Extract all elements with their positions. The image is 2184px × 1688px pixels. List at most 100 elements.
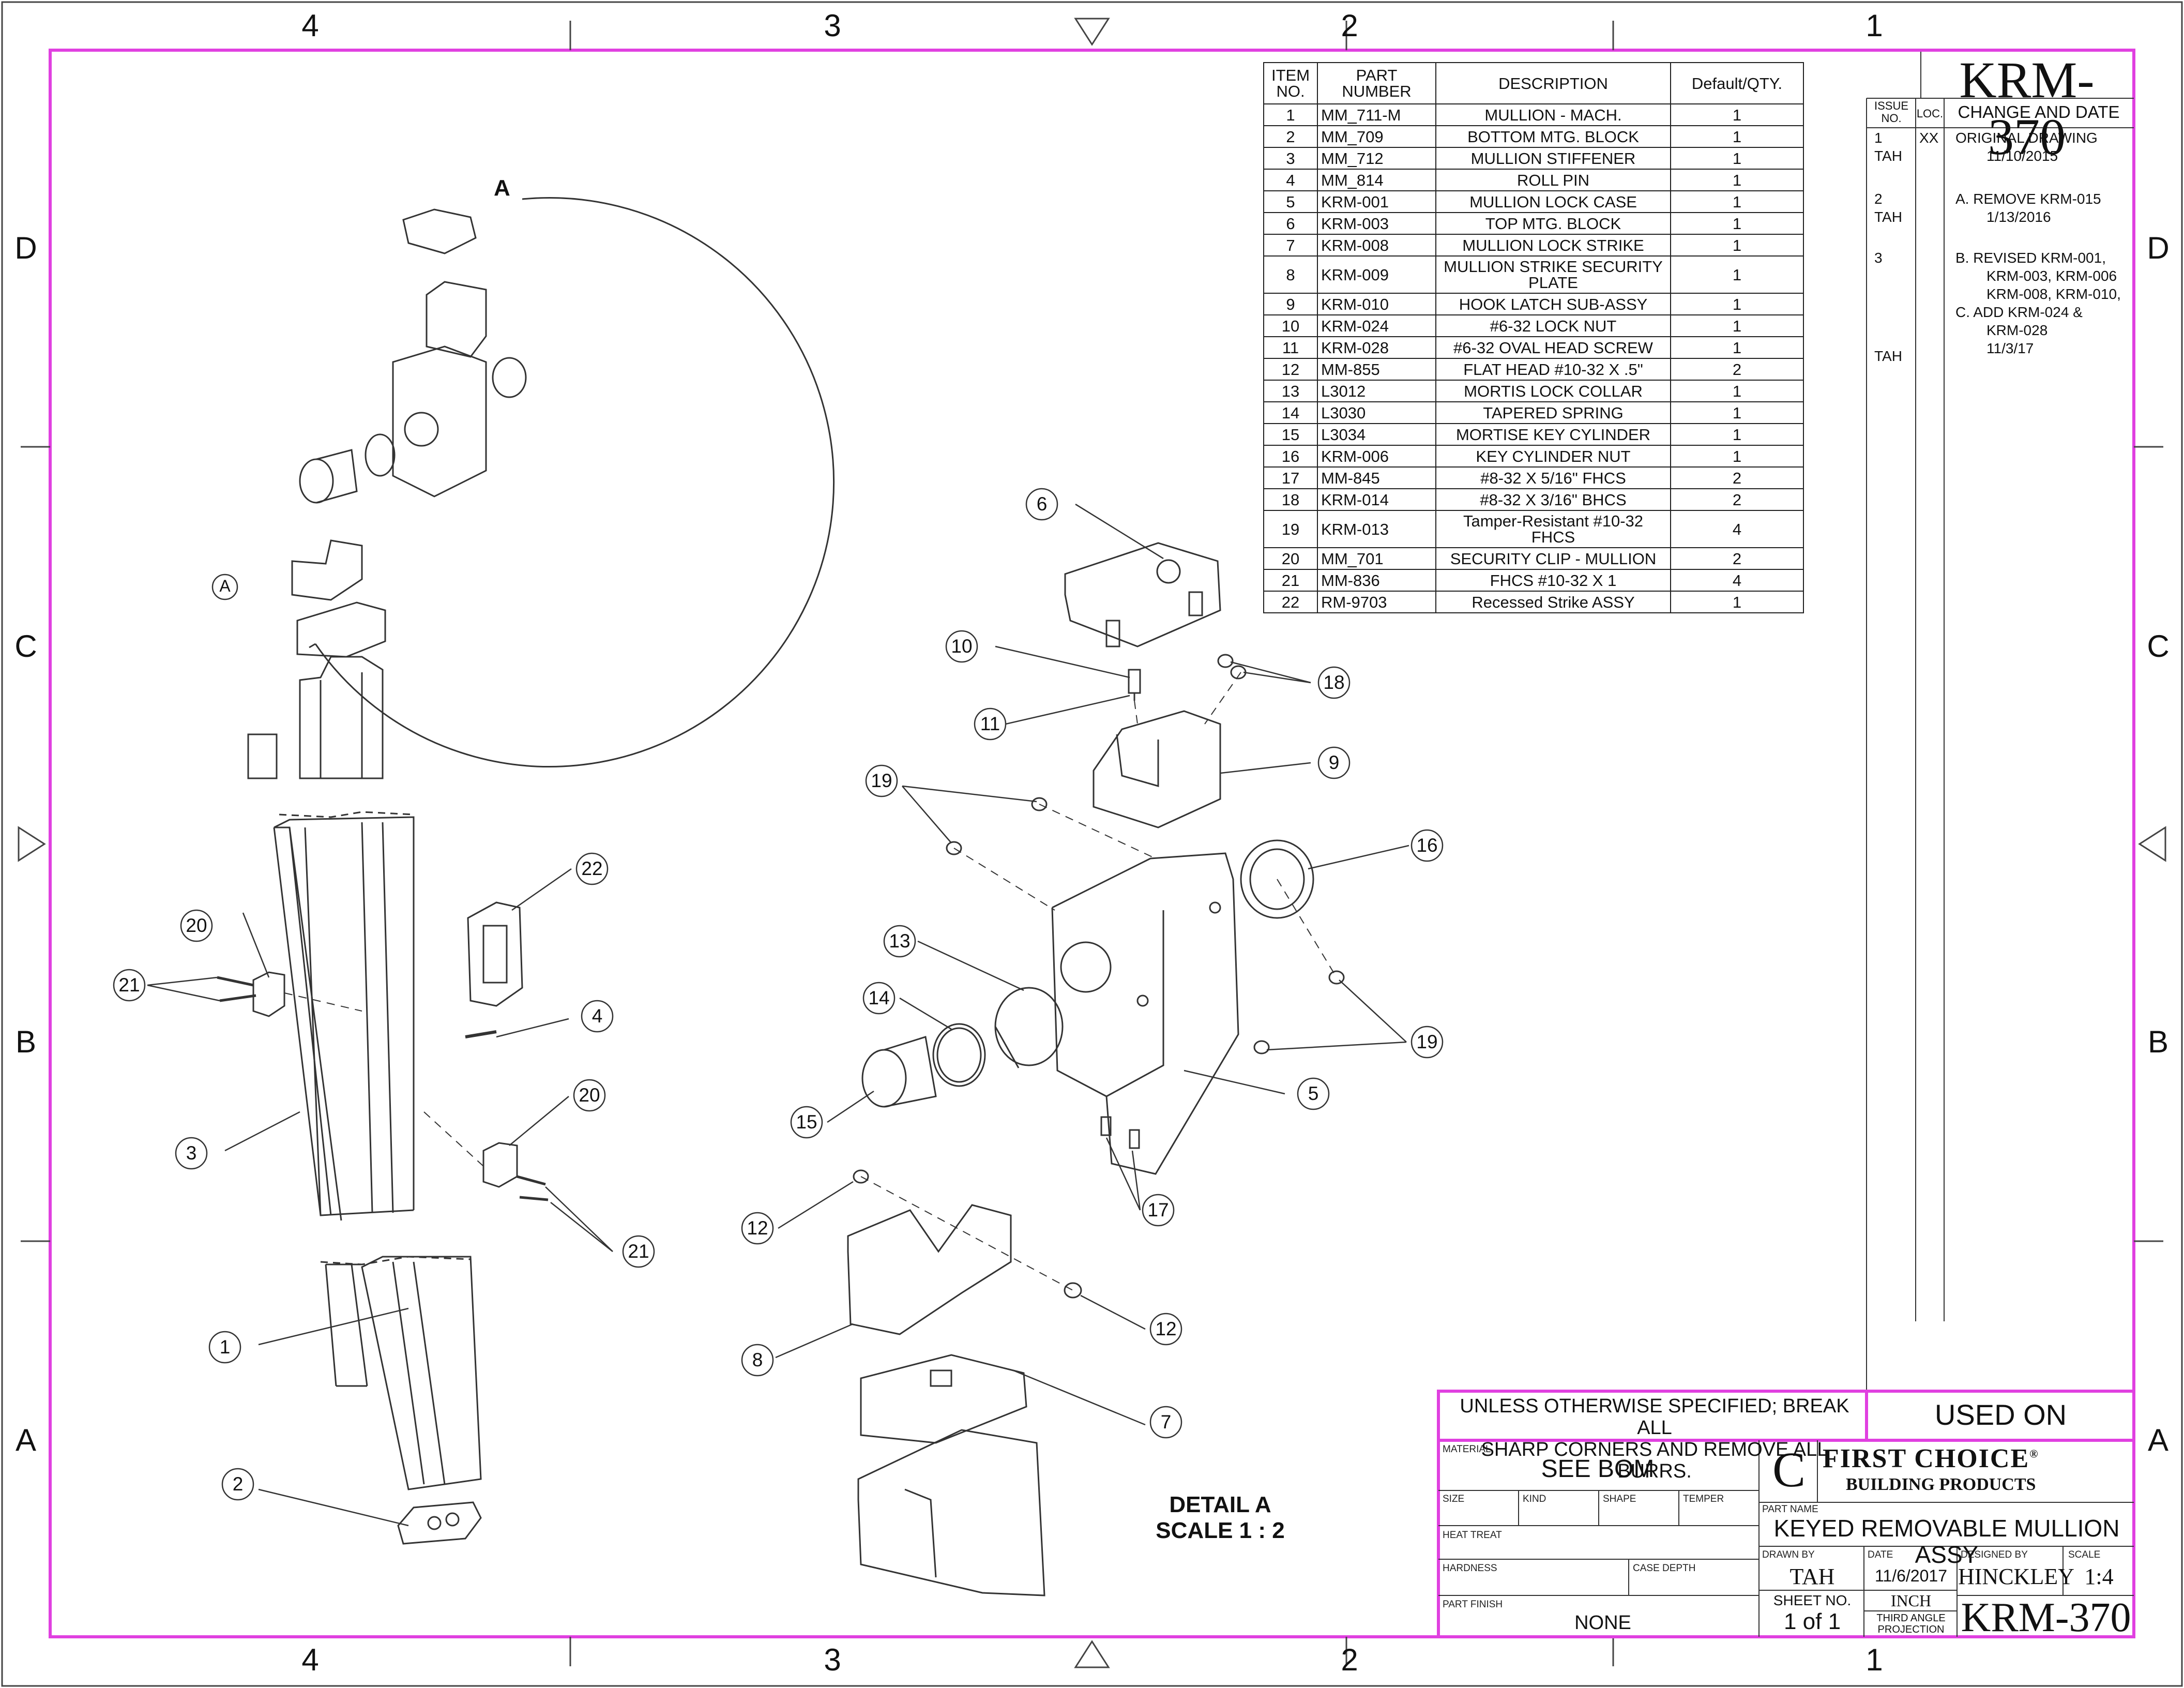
bom-qty: 2 (1670, 547, 1804, 570)
callout-number: 11 (980, 713, 1000, 734)
callout-balloons (113, 488, 1444, 1501)
projection: THIRD ANGLE PROJECTION (1865, 1612, 1957, 1635)
bom-item-no: 10 (1263, 314, 1318, 337)
bom-qty: 1 (1670, 293, 1804, 315)
revision-drawing-number: KRM-370 (1959, 51, 2095, 165)
zone-row-left-b: B (15, 1024, 37, 1059)
bom-description: FLAT HEAD #10-32 X .5" (1435, 358, 1671, 381)
callout-number: 9 (1328, 752, 1340, 773)
hardness-label: HARDNESS (1443, 1563, 1497, 1574)
bom-description: MORTISE KEY CYLINDER (1435, 423, 1671, 446)
zone-row-right-c: C (2147, 629, 2170, 664)
zone-col-bottom-4: 4 (301, 1642, 319, 1677)
zone-col-top-3: 3 (824, 8, 841, 43)
bom-part-number: MM-836 (1317, 569, 1436, 592)
bom-description: Tamper-Resistant #10-32 FHCS (1435, 510, 1671, 548)
revision-author: TAH (1874, 209, 1902, 225)
revision-issue: 2 (1874, 191, 1883, 207)
zone-col-bottom-1: 1 (1866, 1642, 1883, 1677)
date-label: DATE (1868, 1549, 1893, 1560)
revision-change-line: C. ADD KRM-024 & (1955, 304, 2083, 320)
zone-col-bottom-2: 2 (1341, 1642, 1358, 1677)
callout-number: 2 (232, 1473, 244, 1495)
bom-header-row: ITEM NO. PART NUMBER DESCRIPTION Default… (1263, 62, 1804, 104)
callout-number: 5 (1308, 1083, 1319, 1104)
revision-change-line: 11/10/2015 (1986, 148, 2058, 164)
bom-description: MULLION LOCK CASE (1435, 190, 1671, 213)
bom-header-qty: Default/QTY. (1670, 62, 1804, 104)
revision-loc: XX (1919, 130, 1939, 146)
bom-part-number: KRM-013 (1317, 510, 1436, 548)
bom-qty: 2 (1670, 488, 1804, 511)
bom-qty: 1 (1670, 234, 1804, 257)
revision-change-line: KRM-008, KRM-010, (1986, 286, 2121, 302)
callout-number: 4 (592, 1005, 603, 1027)
callout-number: 16 (1416, 835, 1438, 856)
callout-leaders (147, 503, 1409, 1527)
projection-line2: PROJECTION (1877, 1624, 1945, 1635)
part-name-label: PART NAME (1762, 1504, 1818, 1515)
designed-by-label: DESIGNED BY (1961, 1549, 2028, 1560)
bom-description: MULLION - MACH. (1435, 103, 1671, 126)
bom-description: MORTIS LOCK COLLAR (1435, 380, 1671, 402)
zone-row-right-a: A (2147, 1423, 2169, 1457)
bom-item-no: 14 (1263, 401, 1318, 424)
date-value: 11/6/2017 (1875, 1566, 1947, 1585)
bom-description: TOP MTG. BLOCK (1435, 212, 1671, 235)
callout-number: 12 (1155, 1318, 1177, 1339)
bom-header-part-number: PART NUMBER (1317, 62, 1436, 104)
bom-item-no: 12 (1263, 358, 1318, 381)
case-depth-label: CASE DEPTH (1633, 1563, 1696, 1574)
bom-header-description: DESCRIPTION (1435, 62, 1671, 104)
bom-part-number: KRM-001 (1317, 190, 1436, 213)
kind-label: KIND (1523, 1494, 1546, 1504)
designed-by-value: HINCKLEY (1958, 1564, 2074, 1589)
bom-part-number: KRM-009 (1317, 255, 1436, 294)
callout-number: 3 (186, 1142, 197, 1164)
bom-qty: 1 (1670, 380, 1804, 402)
bom-description: SECURITY CLIP - MULLION (1435, 547, 1671, 570)
bom-part-number: KRM-003 (1317, 212, 1436, 235)
callout-number: 8 (752, 1349, 763, 1370)
used-on: USED ON (1934, 1398, 2067, 1431)
revision-change-line: ORIGINAL DRAWING (1955, 130, 2098, 146)
revision-issue: 3 (1874, 250, 1883, 266)
shape-label: SHAPE (1603, 1494, 1636, 1504)
bom-part-number: MM-855 (1317, 358, 1436, 381)
callout-number: 10 (951, 636, 973, 657)
bom-part-number: KRM-010 (1317, 293, 1436, 315)
bom-qty: 1 (1670, 591, 1804, 613)
revision-change-line: B. REVISED KRM-001, (1955, 250, 2106, 266)
scale-value: 1:4 (2084, 1564, 2114, 1589)
bom-description: #8-32 X 5/16" FHCS (1435, 466, 1671, 489)
company-logo-letter: C (1772, 1442, 1806, 1497)
company-name-line1: FIRST CHOICE (1823, 1444, 2030, 1473)
bom-description: Recessed Strike ASSY (1435, 591, 1671, 613)
revision-grid (1866, 52, 2134, 1391)
bom-part-number: L3030 (1317, 401, 1436, 424)
revision-change-line: KRM-003, KRM-006 (1986, 268, 2117, 284)
bom-item-no: 2 (1263, 125, 1318, 148)
drawing-number: KRM-370 (1961, 1595, 2131, 1640)
bom-header-item: ITEM NO. (1263, 62, 1318, 104)
bom-qty: 1 (1670, 212, 1804, 235)
material-value: SEE BOM (1541, 1455, 1655, 1483)
scale-label: SCALE (2068, 1549, 2101, 1560)
bom-item-no: 21 (1263, 569, 1318, 592)
bom-item-no: 6 (1263, 212, 1318, 235)
